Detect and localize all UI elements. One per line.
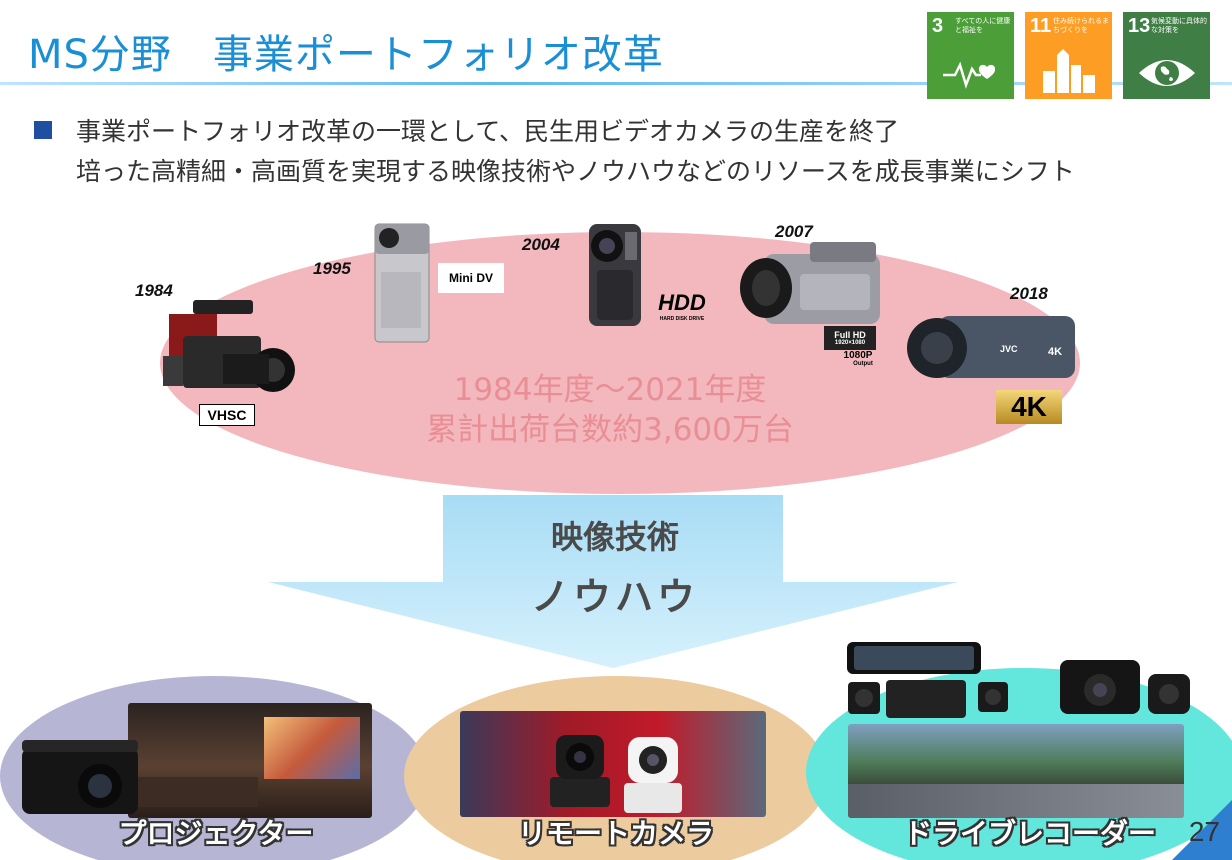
home-theater-photo (128, 703, 372, 818)
page-title: MS分野 事業ポートフォリオ改革 (28, 32, 664, 78)
shipment-period: 1984年度～2021年度 (453, 372, 767, 408)
sdg-caption: 気候変動に具体的な対策を (1151, 17, 1207, 34)
ptz-camera-black-image (550, 735, 610, 807)
sdg-3-badge: 3 すべての人に健康と福祉を (927, 12, 1014, 99)
vhsc-logo: VHSC (199, 404, 255, 426)
year-2007: 2007 (775, 222, 813, 241)
compact-dash-cam-image (1060, 660, 1190, 714)
year-2018: 2018 (1010, 284, 1048, 303)
page-number: 27 (1188, 816, 1220, 847)
mini-dv-logo: Mini DV (438, 263, 504, 293)
dash-cam-set-image (848, 680, 1008, 718)
4k-logo: 4K (996, 390, 1062, 424)
ptz-camera-white-image (624, 737, 682, 813)
resolution-text: 1920×1080 (834, 340, 866, 346)
arrow-label-knowhow: ノウハウ (530, 575, 699, 619)
bullet-square (34, 121, 52, 139)
full-hd-text: Full HD (834, 330, 866, 340)
arrow-label-tech: 映像技術 (550, 518, 679, 556)
sdg-caption: すべての人に健康と福祉を (955, 17, 1011, 34)
projector-image (22, 740, 138, 814)
category-drive-recorder: ドライブレコーダー (903, 817, 1156, 850)
hdd-logo: HDD (658, 290, 706, 315)
sdg-number: 3 (932, 15, 944, 37)
corner-decoration (1172, 800, 1232, 860)
hard-disk-drive-text: HARD DISK DRIVE (659, 316, 705, 322)
output-text: Output (853, 361, 873, 367)
camcorder-2004-image (589, 224, 641, 326)
bullet-line-1: 事業ポートフォリオ改革の一環として、民生用ビデオカメラの生産を終了 (76, 117, 900, 146)
title-divider (0, 82, 1232, 85)
full-hd-logo: Full HD 1920×1080 (824, 326, 876, 350)
category-projector: プロジェクター (118, 817, 314, 850)
shipment-total: 累計出荷台数約3,600万台 (426, 412, 794, 448)
camcorder-1984-image (163, 300, 295, 392)
remote-camera-photo (460, 711, 766, 817)
camcorder-1995-image (374, 223, 430, 343)
mirror-recorder-image (847, 642, 981, 674)
bullet-line-2: 培った高精細・高画質を実現する映像技術やノウハウなどのリソースを成長事業にシフト (76, 157, 1075, 186)
sdg-number: 11 (1030, 15, 1052, 37)
camcorder-2007-image (740, 242, 880, 324)
heartbeat-icon (943, 61, 996, 89)
year-1995: 1995 (313, 259, 351, 278)
sdg-11-badge: 11 住み続けられるまちづくりを (1025, 12, 1112, 99)
eye-globe-icon (1139, 60, 1195, 86)
year-1984: 1984 (135, 281, 173, 300)
year-2004: 2004 (522, 235, 560, 254)
camera-4k-mark: 4K (1048, 346, 1063, 358)
sdg-number: 13 (1128, 15, 1151, 37)
sdg-13-badge: 13 気候変動に具体的な対策を (1123, 12, 1210, 99)
category-remote-camera: リモートカメラ (517, 817, 714, 850)
street-photo (848, 724, 1184, 818)
jvc-mark: JVC (1000, 344, 1018, 354)
camcorder-2018-image (907, 316, 1075, 378)
sdg-caption: 住み続けられるまちづくりを (1053, 17, 1109, 34)
1080p-logo: 1080P (843, 349, 873, 361)
city-buildings-icon (1043, 49, 1095, 93)
